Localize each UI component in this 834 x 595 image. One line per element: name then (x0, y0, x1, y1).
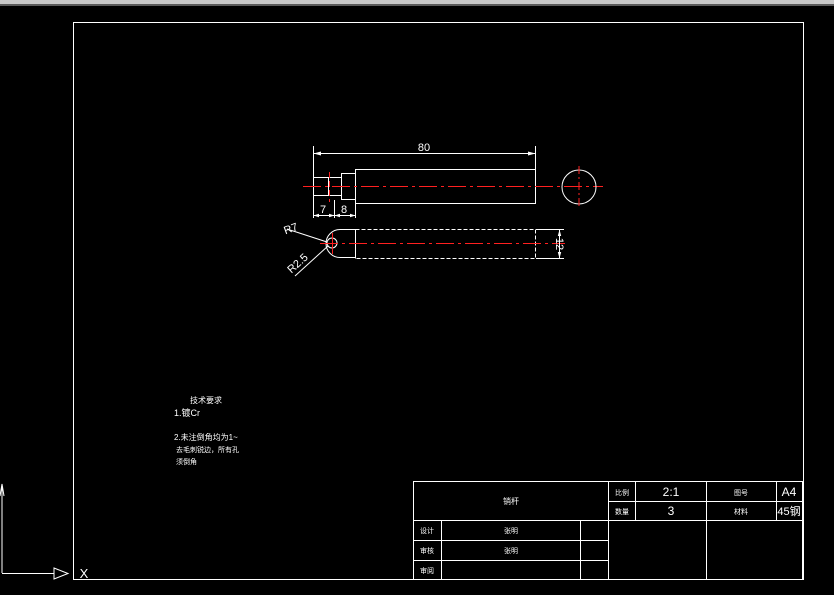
checker-value: 张明 (504, 546, 518, 555)
dimension-12-label: 12 (553, 238, 565, 250)
notes-item-1: 1.镀Cr (174, 407, 200, 418)
title-block[interactable] (413, 481, 803, 580)
dimension-80-label: 80 (418, 142, 430, 154)
radius-r25-leader[interactable] (294, 245, 329, 277)
drawing-number-value: A4 (782, 485, 797, 499)
dimension-8-label: 8 (341, 204, 347, 216)
quantity-label: 数量 (615, 507, 629, 516)
approver-label: 审阅 (420, 566, 434, 575)
technical-notes[interactable]: 技术要求 1.镀Cr 2.未注倒角均为1~ 去毛刺锐边，所有孔 须倒角 (174, 395, 239, 466)
window-top-shadow (0, 4, 834, 6)
notes-item-2-line-2: 去毛刺锐边，所有孔 (176, 445, 239, 454)
notes-item-2-line-3: 须倒角 (176, 457, 197, 466)
drawing-frame (73, 22, 804, 580)
designer-label: 设计 (420, 526, 434, 535)
dimension-12[interactable] (536, 229, 564, 259)
material-label: 材料 (734, 507, 748, 516)
radius-r25-label: R2.5 (285, 252, 310, 276)
quantity-value: 3 (668, 504, 675, 518)
dimension-7-label: 7 (320, 204, 326, 216)
dimension-80[interactable] (313, 146, 536, 177)
ucs-x-label: X (80, 566, 89, 581)
scale-value: 2:1 (663, 485, 680, 499)
drawing-number-label: 图号 (734, 489, 748, 497)
notes-heading: 技术要求 (190, 395, 222, 405)
scale-label: 比例 (615, 488, 629, 497)
notes-item-2-line-1: 2.未注倒角均为1~ (174, 432, 238, 442)
shaft-end-view[interactable] (561, 166, 597, 208)
material-value: 45钢 (777, 505, 800, 518)
window-top-edge (0, 0, 834, 4)
part-name: 销杆 (503, 496, 519, 506)
dimension-7-8[interactable] (313, 196, 356, 218)
radius-r7-leader[interactable] (286, 228, 328, 243)
status-line (0, 590, 834, 595)
ucs-icon[interactable] (0, 483, 70, 580)
designer-value: 张明 (504, 526, 518, 535)
checker-label: 审核 (420, 546, 434, 555)
radius-r7-label: R7 (282, 221, 299, 237)
